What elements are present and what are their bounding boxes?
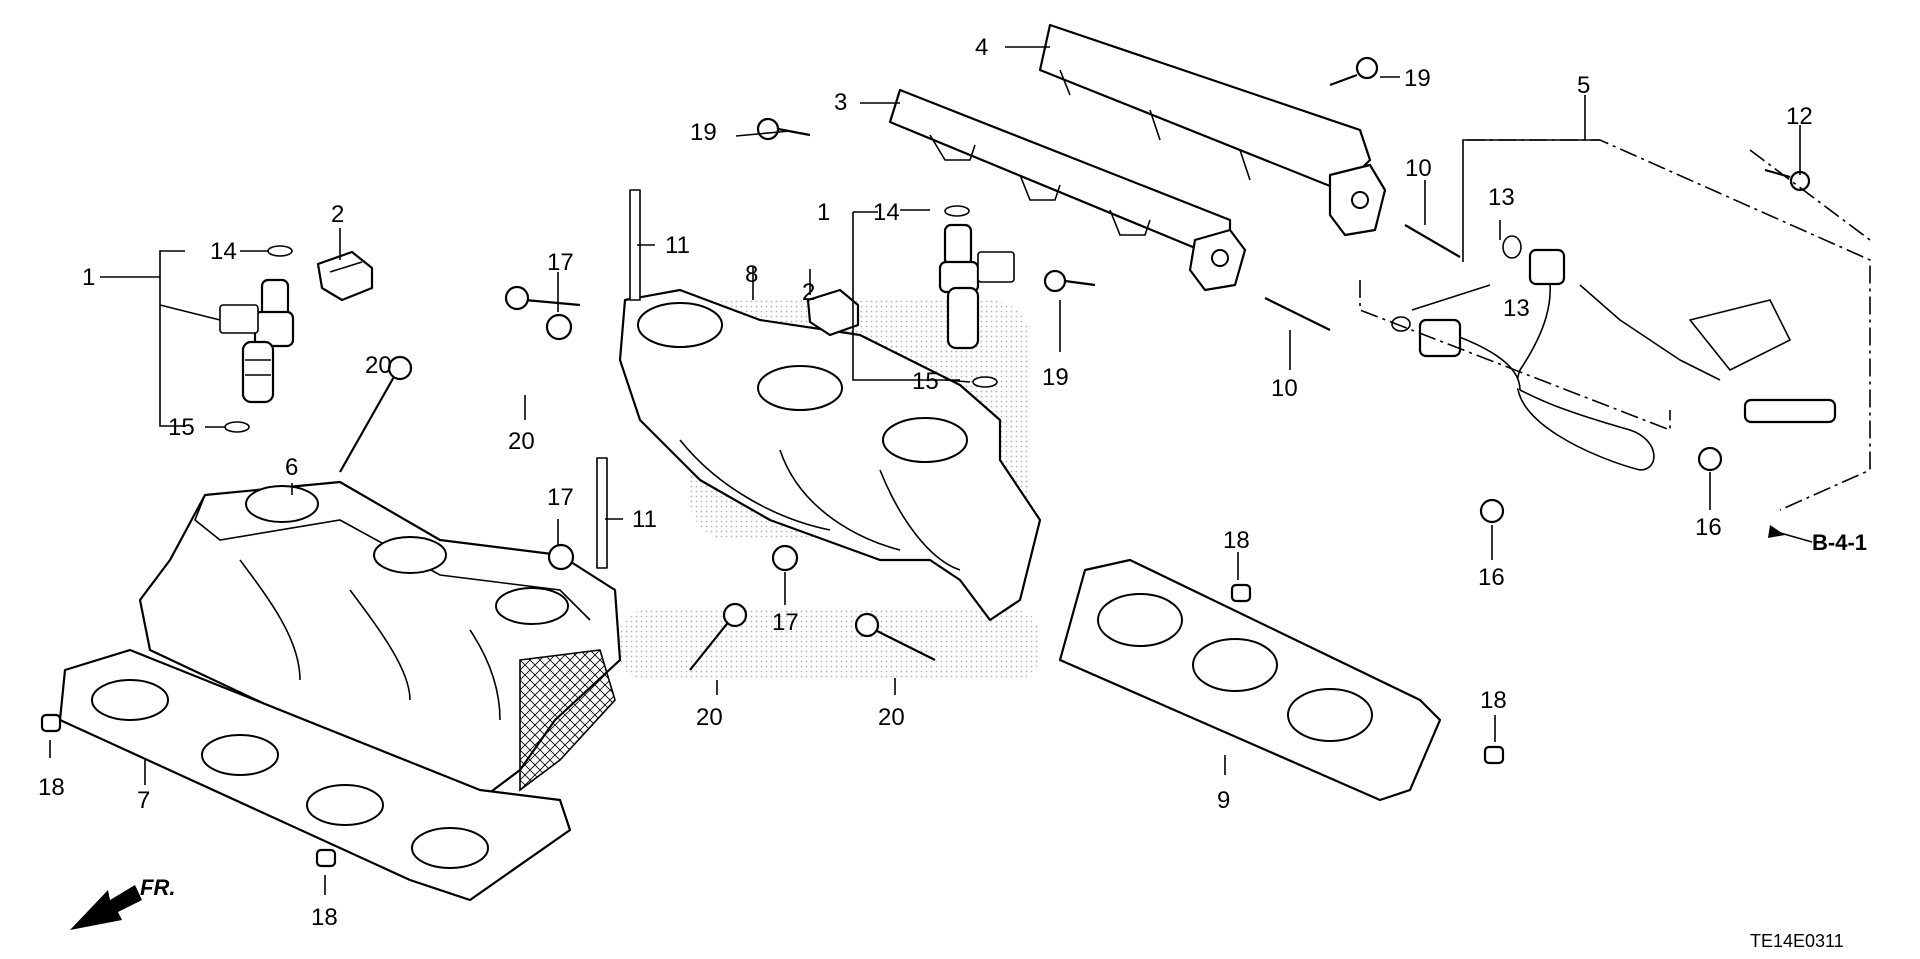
intake-manifold-left [138,480,622,822]
callout-11-a: 11 [665,232,690,259]
callout-6: 6 [285,454,298,481]
callout-2-right: 2 [802,279,815,306]
callout-4: 4 [975,34,988,61]
callout-20-c: 20 [696,704,723,731]
injector-clip-left [316,250,374,302]
callout-11-b: 11 [632,506,657,533]
callout-10-a: 10 [1405,155,1432,182]
callout-8: 8 [745,261,758,288]
callout-1-left: 1 [82,264,95,291]
front-direction-arrow: FR. [70,875,175,930]
callout-13-a: 13 [1488,184,1515,211]
callout-1-right: 1 [817,199,830,226]
intake-manifold-right [618,288,1042,622]
intake-manifold-gasket-left [58,648,572,902]
intake-manifold-gasket-right [1058,558,1442,802]
callout-18-d: 18 [311,904,338,931]
callout-12: 12 [1786,103,1813,130]
fuel-rail-front [888,88,1247,292]
callout-14-left: 14 [210,238,237,265]
reference-label: B-4-1 [1812,530,1867,555]
callout-13-b: 13 [1503,295,1530,322]
callout-16-a: 16 [1478,564,1505,591]
callout-20-a: 20 [365,352,392,379]
diagram-code: TE14E0311 [1750,931,1844,951]
callout-19-b: 19 [1042,364,1069,391]
callout-18-c: 18 [1480,687,1507,714]
callout-20-b: 20 [508,428,535,455]
callout-19-c: 19 [1404,65,1431,92]
fuel-rail-rear [1038,23,1387,237]
callout-17-c: 17 [772,609,799,636]
callout-17-a: 17 [547,249,574,276]
callout-10-b: 10 [1271,375,1298,402]
callout-7: 7 [137,787,150,814]
reference-arrow: B-4-1 [1768,525,1867,555]
callout-5: 5 [1577,72,1590,99]
callout-15-left: 15 [168,414,195,441]
callout-16-b: 16 [1695,514,1722,541]
front-label: FR. [140,875,175,900]
fuel-injector-right [938,205,1015,388]
callout-14-right: 14 [873,199,900,226]
bolt-hardware [40,56,1811,868]
callout-15-right: 15 [912,368,939,395]
callout-18-a: 18 [38,774,65,801]
fuel-feed-pipe [1418,248,1837,471]
callout-18-b: 18 [1223,527,1250,554]
callout-3: 3 [834,89,847,116]
fuel-injector-left [219,245,295,433]
dashed-boundaries [1359,139,1871,511]
callout-labels: 1 2 14 15 20 6 7 18 1 14 2 15 17 11 8 17… [38,34,1813,931]
callout-20-d: 20 [878,704,905,731]
callout-17-b: 17 [547,484,574,511]
callout-19-a: 19 [690,119,717,146]
injector-clip-right [806,288,860,337]
callout-2-left: 2 [331,201,344,228]
callout-9: 9 [1217,787,1230,814]
